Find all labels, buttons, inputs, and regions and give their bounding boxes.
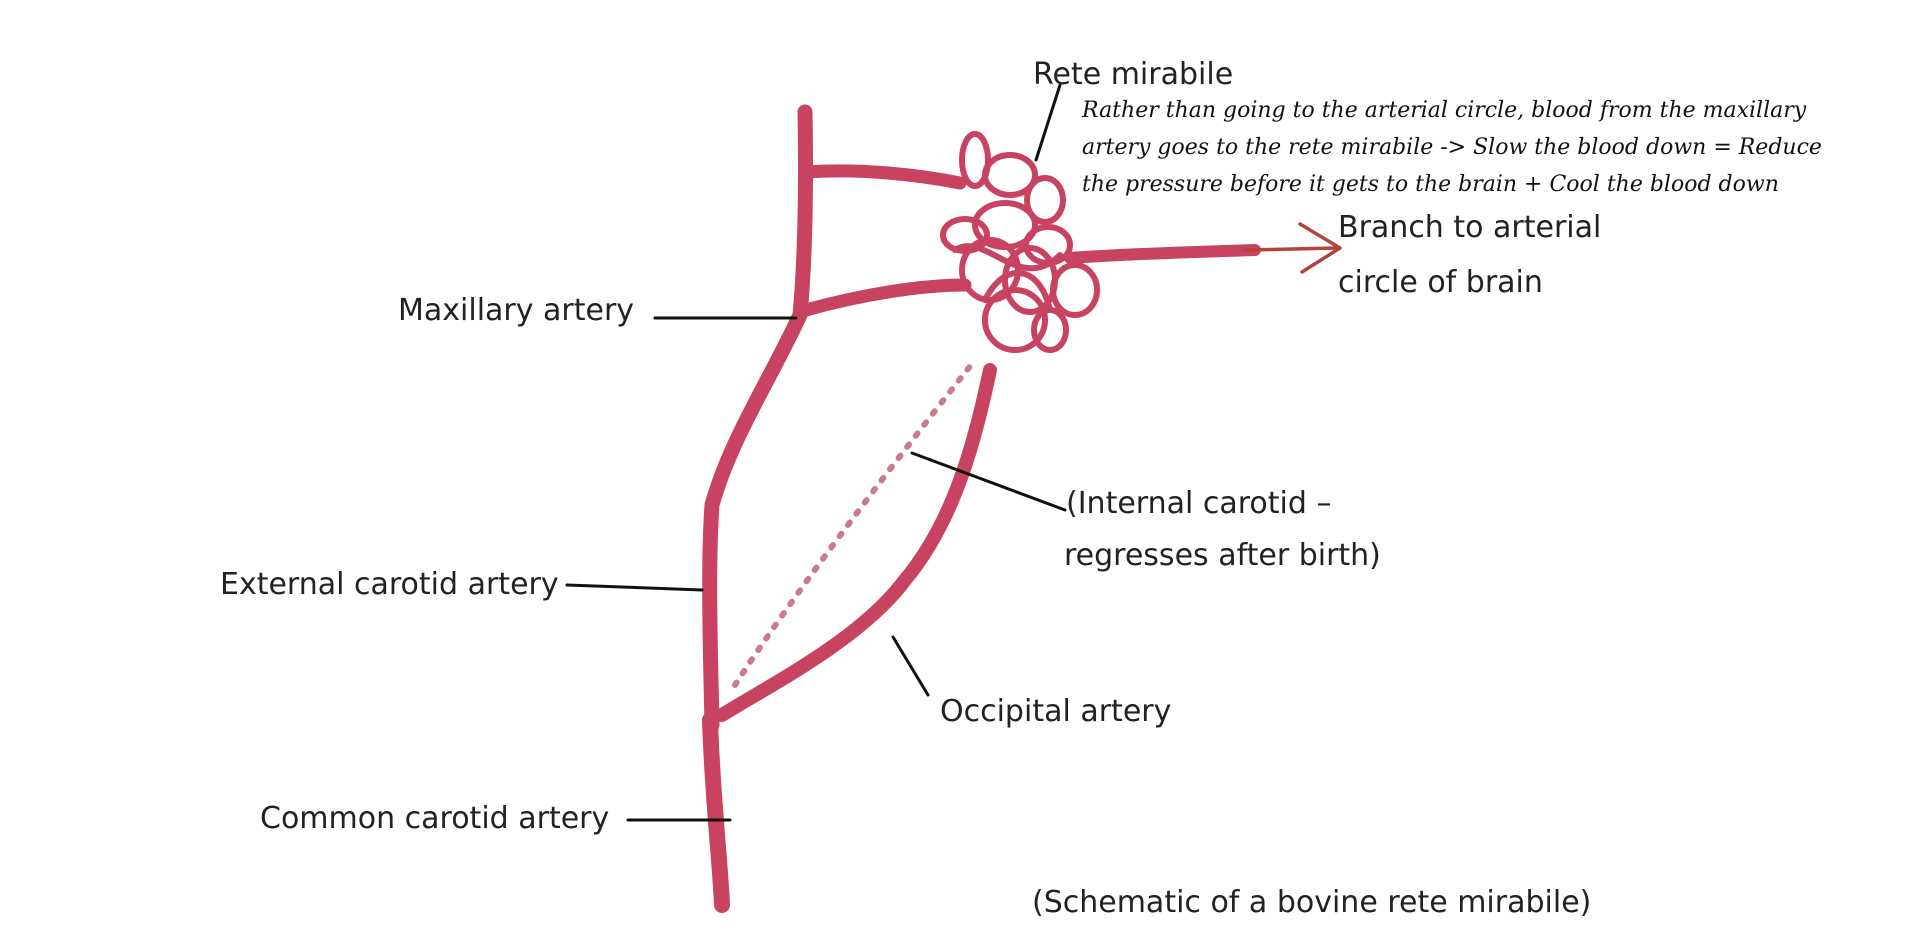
label-rete-mirabile: Rete mirabile	[1033, 57, 1234, 92]
common-carotid-vessel	[702, 712, 730, 913]
note-line-2: artery goes to the rete mirabile -> Slow…	[1082, 135, 1822, 160]
leader-external-carotid	[565, 583, 704, 592]
note-line-3: the pressure before it gets to the brain…	[1082, 172, 1779, 197]
occipital-vessel	[715, 363, 997, 722]
outflow-vessel	[1064, 244, 1261, 264]
label-occipital-artery: Occipital artery	[940, 694, 1172, 729]
leader-rete-mirabile	[1034, 83, 1062, 162]
external-carotid-vessel	[702, 104, 813, 733]
arrow-to-arterial-circle	[1243, 222, 1342, 274]
diagram-caption: (Schematic of a bovine rete mirabile)	[1032, 885, 1592, 920]
internal-carotid-dotted	[732, 357, 978, 688]
upper-branch-vessel	[801, 164, 967, 190]
leader-occipital	[891, 635, 930, 697]
label-common-carotid-artery: Common carotid artery	[260, 801, 610, 836]
label-branch-line-1: Branch to arterial	[1338, 210, 1602, 245]
label-internal-carotid-line-2: regresses after birth)	[1064, 538, 1381, 573]
label-external-carotid-artery: External carotid artery	[220, 567, 559, 602]
rete-mirabile-coils	[940, 131, 1100, 353]
leader-internal-carotid	[910, 451, 1067, 512]
label-branch-line-2: circle of brain	[1338, 265, 1543, 300]
label-maxillary-artery: Maxillary artery	[398, 293, 635, 328]
maxillary-branch-vessel	[799, 278, 972, 317]
note-line-1: Rather than going to the arterial circle…	[1082, 98, 1807, 123]
label-internal-carotid-line-1: (Internal carotid –	[1066, 486, 1332, 521]
